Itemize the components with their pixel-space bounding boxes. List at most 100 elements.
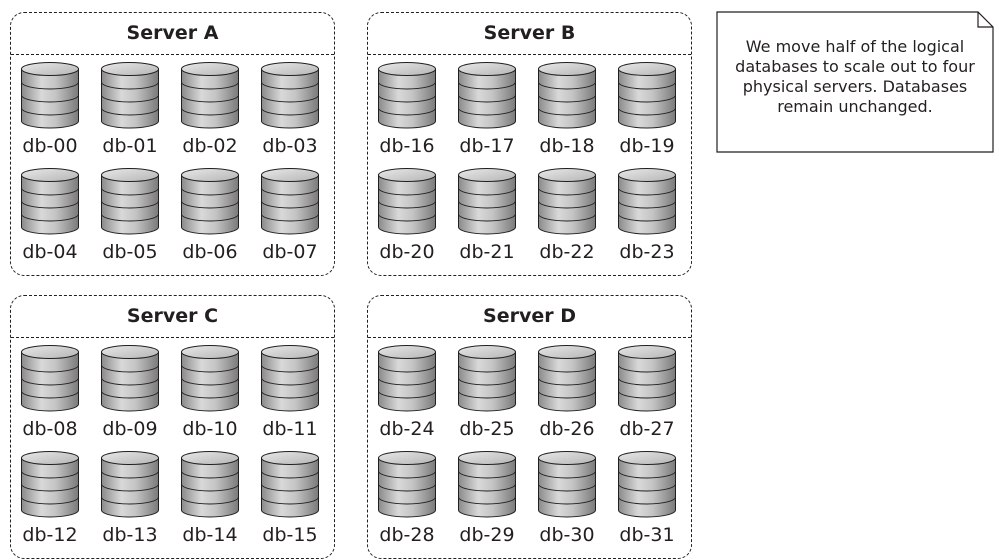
database-label: db-01 [102, 135, 158, 157]
database-label: db-30 [539, 524, 595, 546]
database: db-18 [533, 62, 601, 170]
database-cylinder-icon [21, 345, 79, 412]
server-a-box: Server A db-00 db-01 db-02 db-03 db-04 db-05 d… [10, 12, 335, 276]
database-label: db-27 [619, 418, 675, 440]
database-cylinder-icon [181, 168, 239, 235]
database-label: db-13 [102, 524, 158, 546]
database-cylinder-icon [538, 168, 596, 235]
note-line: databases to scale out to four [735, 57, 975, 76]
server-b-title: Server B [368, 13, 691, 55]
server-c-title: Server C [11, 296, 334, 338]
database-label: db-16 [379, 135, 435, 157]
database: db-05 [96, 168, 164, 276]
database-label: db-04 [22, 241, 78, 263]
database-cylinder-icon [618, 62, 676, 129]
database-label: db-12 [22, 524, 78, 546]
database-label: db-31 [619, 524, 675, 546]
server-a-title: Server A [11, 13, 334, 55]
note-text: We move half of the logical databases to… [716, 37, 994, 117]
database-cylinder-icon [261, 62, 319, 129]
database-cylinder-icon [181, 451, 239, 518]
database-label: db-14 [182, 524, 238, 546]
database: db-20 [373, 168, 441, 276]
database-cylinder-icon [458, 62, 516, 129]
database-label: db-21 [459, 241, 515, 263]
database: db-30 [533, 451, 601, 559]
database-cylinder-icon [181, 62, 239, 129]
database: db-21 [453, 168, 521, 276]
database-cylinder-icon [378, 345, 436, 412]
database: db-22 [533, 168, 601, 276]
database: db-26 [533, 345, 601, 453]
database-cylinder-icon [538, 451, 596, 518]
database-cylinder-icon [538, 345, 596, 412]
database-label: db-06 [182, 241, 238, 263]
database-cylinder-icon [101, 62, 159, 129]
database-cylinder-icon [181, 345, 239, 412]
server-d-title: Server D [368, 296, 691, 338]
database: db-17 [453, 62, 521, 170]
database: db-08 [16, 345, 84, 453]
database-label: db-18 [539, 135, 595, 157]
database-label: db-10 [182, 418, 238, 440]
database-cylinder-icon [618, 345, 676, 412]
database-label: db-26 [539, 418, 595, 440]
database-label: db-08 [22, 418, 78, 440]
database-label: db-03 [262, 135, 318, 157]
database: db-15 [256, 451, 324, 559]
note-icon [716, 11, 994, 153]
database-label: db-20 [379, 241, 435, 263]
database: db-27 [613, 345, 681, 453]
server-b-box: Server B db-16 db-17 db-18 db-19 db-20 db-21 d… [367, 12, 692, 276]
database: db-13 [96, 451, 164, 559]
database: db-16 [373, 62, 441, 170]
database: db-25 [453, 345, 521, 453]
database: db-29 [453, 451, 521, 559]
database: db-01 [96, 62, 164, 170]
database-label: db-09 [102, 418, 158, 440]
database-label: db-00 [22, 135, 78, 157]
database-cylinder-icon [538, 62, 596, 129]
database-label: db-25 [459, 418, 515, 440]
database: db-24 [373, 345, 441, 453]
database-label: db-02 [182, 135, 238, 157]
database: db-31 [613, 451, 681, 559]
database-cylinder-icon [458, 168, 516, 235]
database: db-04 [16, 168, 84, 276]
database: db-14 [176, 451, 244, 559]
database: db-10 [176, 345, 244, 453]
database-cylinder-icon [378, 451, 436, 518]
database-cylinder-icon [618, 168, 676, 235]
database-cylinder-icon [261, 451, 319, 518]
note-line: physical servers. Databases [742, 77, 968, 96]
database: db-23 [613, 168, 681, 276]
database-cylinder-icon [101, 168, 159, 235]
database: db-19 [613, 62, 681, 170]
database-label: db-22 [539, 241, 595, 263]
database-cylinder-icon [261, 168, 319, 235]
database-label: db-28 [379, 524, 435, 546]
database: db-07 [256, 168, 324, 276]
database-label: db-07 [262, 241, 318, 263]
database-cylinder-icon [21, 451, 79, 518]
database-label: db-05 [102, 241, 158, 263]
database-cylinder-icon [101, 345, 159, 412]
note-line: We move half of the logical [745, 37, 965, 56]
database-label: db-24 [379, 418, 435, 440]
database-cylinder-icon [101, 451, 159, 518]
database-label: db-29 [459, 524, 515, 546]
database: db-28 [373, 451, 441, 559]
database: db-06 [176, 168, 244, 276]
database-cylinder-icon [458, 451, 516, 518]
database-label: db-23 [619, 241, 675, 263]
note-line: remain unchanged. [777, 97, 933, 116]
database-label: db-19 [619, 135, 675, 157]
database: db-11 [256, 345, 324, 453]
database-cylinder-icon [378, 62, 436, 129]
database: db-02 [176, 62, 244, 170]
database-label: db-15 [262, 524, 318, 546]
database-cylinder-icon [378, 168, 436, 235]
database: db-03 [256, 62, 324, 170]
database-cylinder-icon [21, 62, 79, 129]
database-cylinder-icon [458, 345, 516, 412]
